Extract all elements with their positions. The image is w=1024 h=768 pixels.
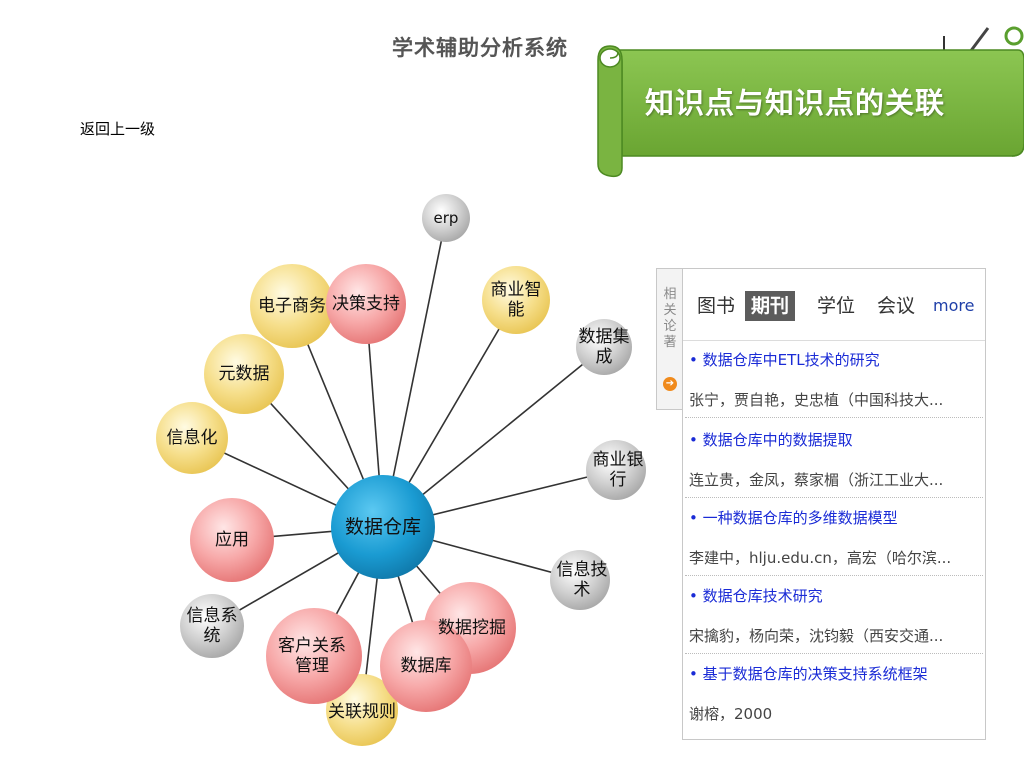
node-md[interactable] [204,334,284,414]
edge-erp [382,217,447,528]
more-link[interactable]: more [933,296,975,315]
node-crm[interactable] [266,608,362,704]
tab-journals[interactable]: 期刊 [745,291,796,321]
side-tab-char: 论 [663,319,677,334]
node-label-db[interactable]: 数据库 [400,656,452,676]
side-tab-char: 相 [663,287,677,302]
node-label-app[interactable]: 应用 [215,530,249,550]
node-label-center[interactable]: 数据仓库 [344,516,422,538]
back-link[interactable]: 返回上一级 [80,120,156,138]
expand-arrow-icon[interactable]: ➔ [663,377,677,391]
tab-books[interactable]: 图书 [697,295,736,317]
paper-authors: 张宁，贾自艳，史忠植（中国科技大... [689,391,944,409]
paper-title[interactable]: 一种数据仓库的多维数据模型 [689,507,981,528]
related-papers-panel: 图书 期刊 学位 会议 more 数据仓库中ETL技术的研究 张宁，贾自艳，史忠… [682,268,986,740]
side-tab-char: 关 [663,303,677,318]
node-label-inf[interactable]: 信息化 [166,428,218,448]
knowledge-graph [156,194,646,746]
node-label-crm[interactable]: 客户关系 管理 [278,636,346,676]
node-is[interactable] [180,594,244,658]
node-label-di[interactable]: 数据集 成 [578,327,630,367]
node-bi[interactable] [482,266,550,334]
divider [685,417,983,418]
node-label-is[interactable]: 信息系 统 [186,606,238,646]
node-label-cb[interactable]: 商业银 行 [592,450,644,490]
tab-theses[interactable]: 学位 [817,295,856,317]
node-label-erp[interactable]: erp [433,209,459,227]
node-erp[interactable] [422,194,470,242]
node-center-data-warehouse[interactable] [331,475,435,579]
app-title: 学术辅助分析系统 [392,35,568,60]
paper-title[interactable]: 数据仓库中的数据提取 [689,429,981,450]
node-label-bi[interactable]: 商业智 能 [490,280,542,320]
paper-title[interactable]: 数据仓库技术研究 [689,585,981,606]
paper-authors: 宋擒豹，杨向荣，沈钧毅（西安交通... [689,627,944,645]
paper-authors: 谢榕，2000 [689,705,773,723]
paper-authors: 李建中，hlju.edu.cn，高宏（哈尔滨... [689,549,952,567]
node-label-dss[interactable]: 决策支持 [332,294,400,314]
paper-title[interactable]: 数据仓库中ETL技术的研究 [689,349,981,370]
divider [685,653,983,654]
divider [685,497,983,498]
node-label-it[interactable]: 信息技 术 [556,560,608,600]
node-di[interactable] [576,319,632,375]
paper-title[interactable]: 基于数据仓库的决策支持系统框架 [689,663,981,684]
node-ec[interactable] [250,264,334,348]
title-banner [597,45,1024,178]
paper-authors: 连立贵，金凤，蔡家楣（浙江工业大... [689,471,944,489]
side-tab-label: 相关论著 [657,287,683,351]
node-label-md[interactable]: 元数据 [218,364,270,384]
side-tab-char: 著 [663,335,677,350]
node-label-ec[interactable]: 电子商务 [258,296,326,316]
related-papers-side-tab[interactable]: 相关论著 ➔ [656,268,682,410]
node-it[interactable] [550,550,610,610]
papers-tabs: 图书 期刊 学位 会议 more [683,269,985,341]
node-cb[interactable] [586,440,646,500]
tab-conferences[interactable]: 会议 [877,295,916,317]
node-label-ar[interactable]: 关联规则 [328,702,396,722]
divider [685,575,983,576]
node-app[interactable] [190,498,274,582]
node-dss[interactable] [326,264,406,344]
node-db[interactable] [380,620,472,712]
node-label-dm[interactable]: 数据挖掘 [438,618,506,638]
graph-nodes [156,194,646,746]
banner-title: 知识点与知识点的关联 [645,86,946,120]
node-inf[interactable] [156,402,228,474]
